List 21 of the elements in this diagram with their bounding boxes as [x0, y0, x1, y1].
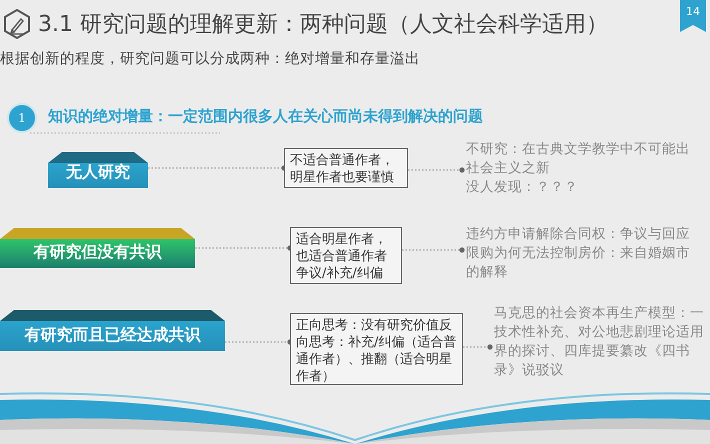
text-box: 适合明星作者，也适合普通作者争议/补充/纠偏	[290, 227, 402, 284]
example-text: 没人发现：？？？	[466, 178, 579, 197]
subtitle-text: 根据创新的程度，研究问题可以分成两种：绝对增量和存量溢出	[0, 50, 420, 68]
example-text: 马克思的社会资本再生产模型：一	[494, 304, 705, 323]
example-text: 社会主义之新	[466, 159, 551, 178]
example-text: 的解释	[466, 263, 509, 282]
example-text: 技术性补充、对公地悲剧理论适用	[494, 323, 705, 342]
example-text: 录》说驳议	[494, 361, 565, 380]
dotted-connector	[402, 247, 465, 253]
section-heading: 知识的绝对增量：一定范围内很多人在关心而尚未得到解决的问题	[48, 107, 483, 126]
example-text: 限购为何无法控制房价：来自婚姻市	[466, 244, 691, 263]
example-text: 界的探讨、四库提要纂改《四书	[494, 342, 691, 361]
text-box: 不适合普通作者，明星作者也要谨慎	[284, 148, 408, 188]
dotted-connector	[408, 167, 465, 173]
text-box: 正向思考：没有研究价值反向思考：补充/纠偏（适合普通作者）、推翻（适合明星作者）	[290, 313, 463, 385]
example-text: 不研究：在古典文学教学中不可能出	[466, 140, 691, 159]
example-text: 违约方申请解除合同权：争议与回应	[466, 225, 691, 244]
slide-title: 3.1 研究问题的理解更新：两种问题（人文社会科学适用）	[38, 11, 608, 39]
number-badge: 1	[7, 103, 37, 133]
page-number-ribbon: 14	[680, 0, 706, 32]
dotted-connector	[462, 344, 493, 350]
